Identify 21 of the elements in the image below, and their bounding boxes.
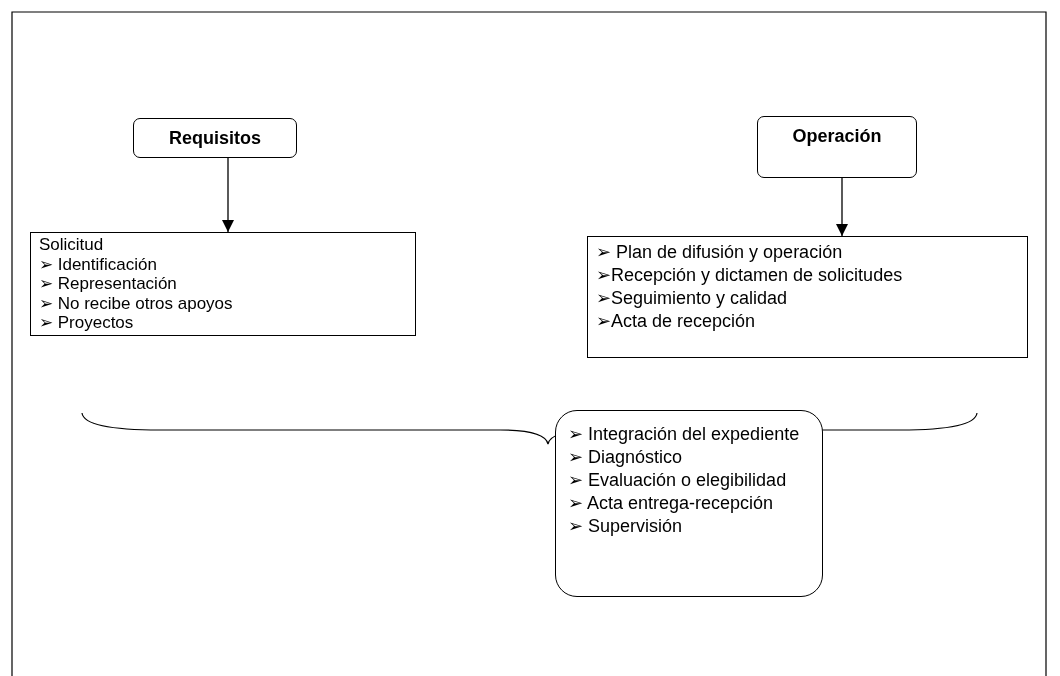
arrow <box>222 157 234 233</box>
list-box <box>587 236 1028 358</box>
list-item: ➢Seguimiento y calidad <box>596 287 789 310</box>
list-item: ➢ Acta entrega-recepción <box>568 492 775 515</box>
list-item: ➢ Diagnóstico <box>568 446 684 469</box>
list-item: ➢ Supervisión <box>568 515 684 538</box>
section-header: Requisitos <box>133 118 297 158</box>
heading-text: Solicitud <box>39 235 105 255</box>
list-item: ➢ Identificación <box>39 254 158 274</box>
list-item: ➢Recepción y dictamen de solicitudes <box>596 264 904 287</box>
list-item: ➢ Representación <box>39 274 178 294</box>
list-item: ➢ Plan de difusión y operación <box>596 241 844 264</box>
list-item: ➢ No recibe otros apoyos <box>39 293 234 313</box>
list-item: ➢ Evaluación o elegibilidad <box>568 469 788 492</box>
section-header: Operación <box>757 116 917 178</box>
list-item: ➢Acta de recepción <box>596 310 757 333</box>
list-item: ➢ Proyectos <box>39 313 135 333</box>
list-box <box>555 410 823 597</box>
list-box <box>30 232 416 336</box>
list-item: ➢ Integración del expediente <box>568 423 801 446</box>
arrow <box>836 177 848 237</box>
